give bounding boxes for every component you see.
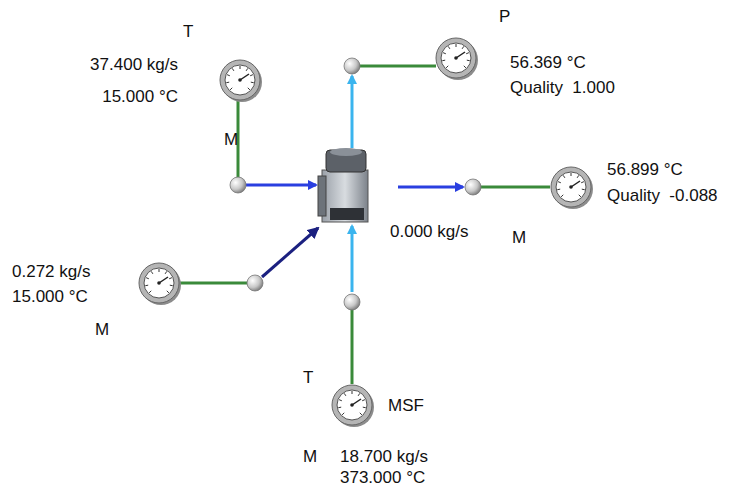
stream-tag: T [183, 22, 193, 42]
pressure-gauge [139, 263, 181, 305]
stream-tag: M [224, 130, 238, 150]
mass-flow: 18.700 kg/s [340, 447, 428, 467]
stream-node [465, 179, 481, 195]
stream-tag: T [303, 368, 313, 388]
stream-name: MSF [388, 396, 424, 416]
temperature: 373.000 °C [340, 468, 425, 488]
pressure-gauge [332, 385, 374, 427]
stream-tag: M [512, 228, 526, 248]
stream-node [344, 58, 360, 74]
vapor-quality: Quality -0.088 [607, 186, 718, 206]
temperature: 15.000 °C [12, 287, 88, 307]
mixer-unit [318, 148, 368, 222]
stream-tag: M [95, 320, 109, 340]
stream-tag: M [303, 447, 317, 467]
gauge-lead [180, 66, 550, 384]
pressure-gauge [551, 167, 593, 209]
stream-node [344, 294, 360, 310]
temperature: 56.899 °C [607, 160, 683, 180]
temperature: 56.369 °C [510, 53, 586, 73]
mass-flow: 37.400 kg/s [90, 55, 178, 75]
mass-flow: 0.000 kg/s [390, 222, 468, 242]
vapor-quality: Quality 1.000 [510, 78, 615, 98]
mass-flow: 0.272 kg/s [12, 262, 90, 282]
stream-node [247, 275, 263, 291]
pressure-gauge [436, 38, 478, 80]
pressure-gauge [220, 60, 262, 102]
flow-arrow [246, 76, 463, 292]
stream-tag: P [499, 7, 510, 27]
temperature: 15.000 °C [102, 87, 178, 107]
stream-node [230, 177, 246, 193]
